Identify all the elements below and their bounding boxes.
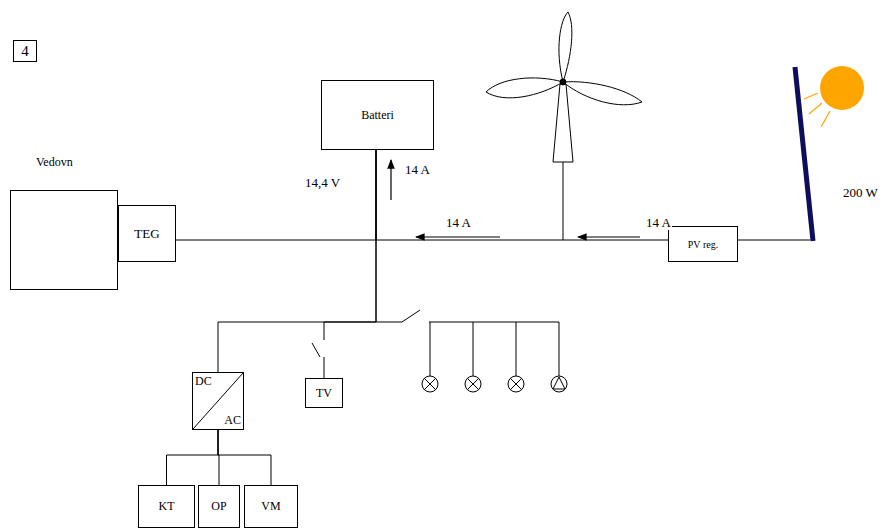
current-label: 14 A: [645, 216, 672, 230]
current-label: 14 A: [404, 163, 431, 177]
node-text: TEG: [134, 226, 159, 242]
wind-turbine: [486, 12, 642, 240]
wood-stove-box: Vedovn: [10, 190, 118, 290]
callout-box: 4: [13, 40, 37, 62]
pv-regulator-box: PV reg.: [668, 226, 738, 262]
wire: [218, 150, 376, 372]
teg-box: TEG: [118, 205, 176, 262]
load-box: KT: [138, 485, 195, 528]
node-text: VM: [261, 499, 280, 514]
node-text: TV: [316, 386, 332, 401]
tv-box: TV: [305, 378, 343, 408]
node-text: 4: [21, 43, 29, 60]
power-label: 200 W: [842, 186, 879, 200]
wire: [376, 150, 668, 240]
sun: [804, 66, 864, 127]
node-text: DC: [195, 374, 212, 389]
node-text: KT: [159, 499, 175, 514]
load-box: VM: [244, 485, 298, 528]
node-text: AC: [224, 413, 241, 428]
pump-symbol: [551, 376, 567, 392]
node-text: Batteri: [361, 108, 394, 123]
node-text: Vedovn: [36, 155, 73, 170]
node-text: PV reg.: [688, 239, 718, 250]
current-label: 14 A: [445, 216, 472, 230]
switch-blade: [312, 343, 320, 357]
wire: [176, 150, 376, 240]
battery-box: Batteri: [321, 80, 434, 150]
solar-panel: [738, 67, 813, 241]
load-box: OP: [198, 485, 240, 528]
inverter-box: DC AC: [192, 372, 244, 430]
node-text: OP: [211, 499, 226, 514]
load-wiring: [312, 310, 559, 376]
current-arrow: [391, 160, 640, 237]
voltage-label: 14,4 V: [304, 176, 341, 190]
wire: [167, 430, 219, 485]
lamp-symbol: [422, 376, 524, 392]
wire: [218, 430, 271, 485]
